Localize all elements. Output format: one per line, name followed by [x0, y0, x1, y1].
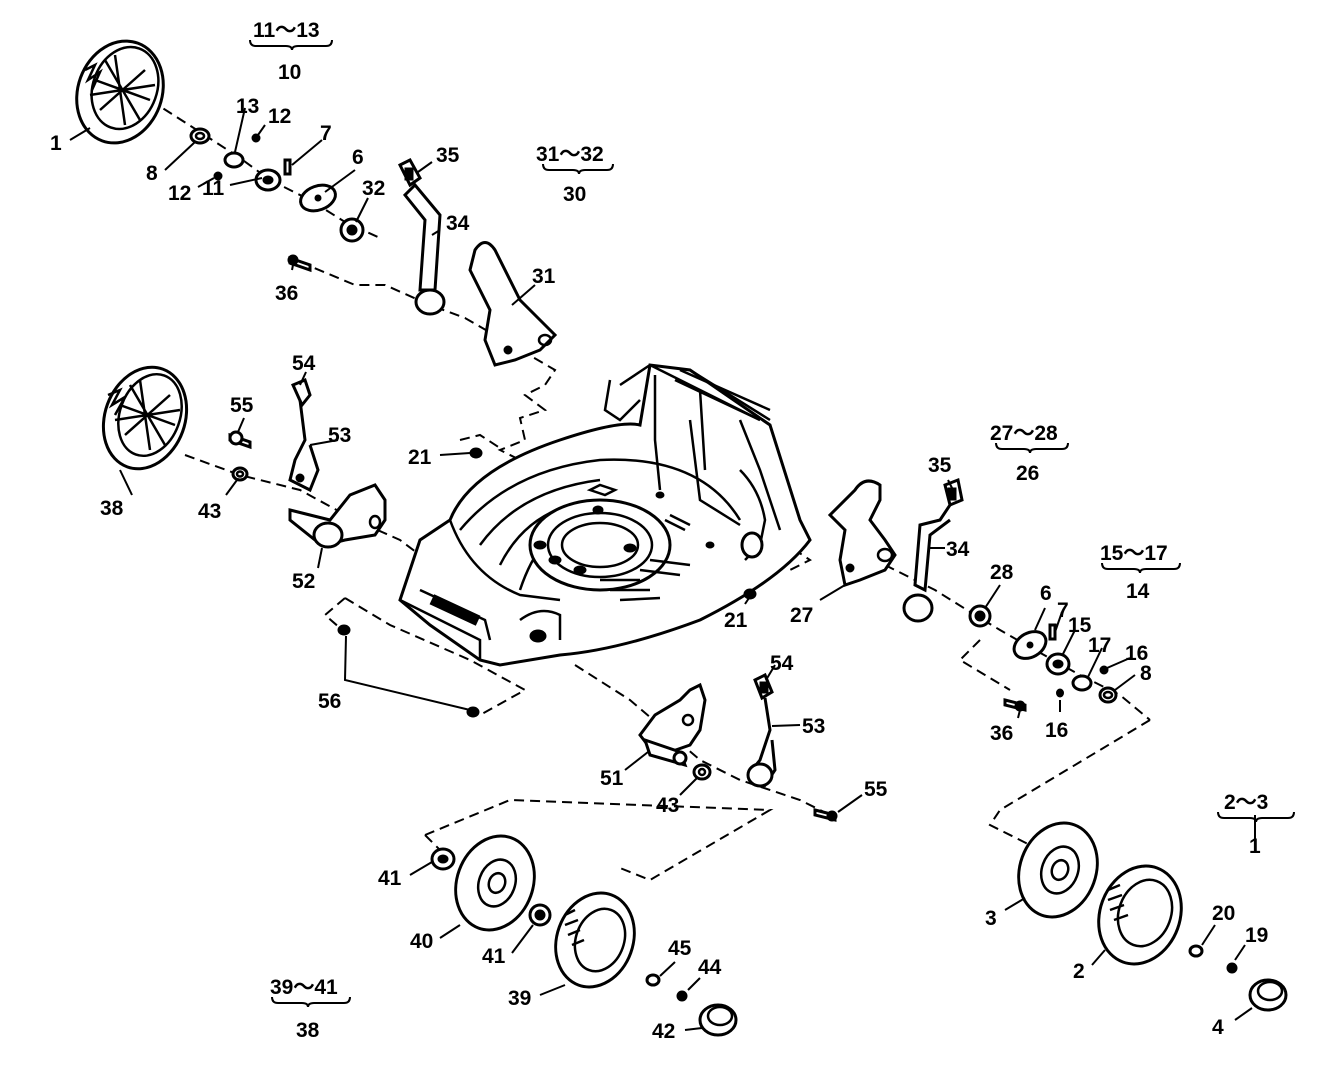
- part-label-26: 26: [1016, 462, 1039, 485]
- range-labels: 11～13 10 31～32 30 27～28 26 15～17 14 2～3 …: [253, 19, 1268, 1042]
- part-label-44: 44: [698, 956, 722, 979]
- part-label-6-right: 6: [1040, 582, 1052, 605]
- rear-wheel-38: [101, 365, 189, 471]
- part-label-42: 42: [652, 1020, 675, 1043]
- part-label-11: 11: [202, 177, 225, 200]
- part-label-7: 7: [320, 122, 332, 145]
- part-label-14: 14: [1126, 580, 1150, 603]
- range-label-26: 27～28: [990, 422, 1058, 445]
- part-label-41-top: 41: [378, 867, 402, 890]
- part-label-54-lower: 54: [770, 652, 794, 675]
- part-label-6: 6: [352, 146, 364, 169]
- part-label-17: 17: [1088, 634, 1111, 657]
- front-wheel-assembly-right: [1017, 821, 1288, 1012]
- part-label-34: 34: [446, 212, 470, 235]
- part-label-16-bottom: 16: [1045, 719, 1068, 742]
- front-wheel-assembly-left: [430, 834, 738, 1037]
- rear-wheel-left: [75, 39, 165, 145]
- part-label-4: 4: [1212, 1016, 1224, 1039]
- range-label-14: 15～17: [1100, 542, 1168, 565]
- part-label-51: 51: [600, 767, 624, 790]
- part-label-15: 15: [1068, 614, 1092, 637]
- part-label-16-top: 16: [1125, 642, 1148, 665]
- part-label-10: 10: [278, 61, 301, 84]
- range-brackets: [249, 39, 1295, 1008]
- part-label-39: 39: [508, 987, 531, 1010]
- part-label-21-left: 21: [408, 446, 432, 469]
- part-label-38: 38: [100, 497, 124, 520]
- part-label-35: 35: [436, 144, 460, 167]
- part-labels: 1 8 13 12 12 11 7 6 32 35 34 36 31 54 55…: [50, 95, 1268, 1043]
- part-label-30: 30: [563, 183, 586, 206]
- range-label-38: 39～41: [270, 976, 338, 999]
- part-label-45: 45: [668, 937, 692, 960]
- mower-deck: [398, 363, 812, 667]
- part-label-2: 2: [1073, 960, 1085, 983]
- range-label-10: 11～13: [253, 19, 320, 42]
- part-label-7-right: 7: [1057, 599, 1069, 622]
- part-label-20: 20: [1212, 902, 1235, 925]
- part-label-34-right: 34: [946, 538, 970, 561]
- range-label-1: 2～3: [1224, 791, 1268, 814]
- part-label-55-lower: 55: [864, 778, 888, 801]
- part-label-19: 19: [1245, 924, 1268, 947]
- part-label-53-lower: 53: [802, 715, 825, 738]
- leader-lines: [69, 107, 1256, 1031]
- lower-middle-parts: [638, 672, 838, 822]
- part-label-56: 56: [318, 690, 341, 713]
- part-label-36-right: 36: [990, 722, 1013, 745]
- part-label-1-group: 1: [1249, 835, 1261, 858]
- part-label-36: 36: [275, 282, 298, 305]
- part-label-21-right: 21: [724, 609, 748, 632]
- right-side-parts: [827, 477, 1118, 712]
- part-label-1: 1: [50, 132, 62, 155]
- part-label-40: 40: [410, 930, 433, 953]
- part-label-28: 28: [990, 561, 1014, 584]
- part-label-12-top: 12: [268, 105, 291, 128]
- part-label-43-lower: 43: [656, 794, 679, 817]
- part-label-55: 55: [230, 394, 254, 417]
- part-label-32: 32: [362, 177, 385, 200]
- part-label-41-bottom: 41: [482, 945, 506, 968]
- part-label-13: 13: [236, 95, 259, 118]
- part-label-35-right: 35: [928, 454, 952, 477]
- part-label-12-bottom: 12: [168, 182, 191, 205]
- part-label-27: 27: [790, 604, 813, 627]
- upper-left-small-parts: [189, 127, 558, 367]
- part-label-53: 53: [328, 424, 351, 447]
- part-label-52: 52: [292, 570, 315, 593]
- part-label-8: 8: [146, 162, 158, 185]
- part-label-43: 43: [198, 500, 221, 523]
- part-label-54: 54: [292, 352, 316, 375]
- part-label-8-right: 8: [1140, 662, 1152, 685]
- left-axle-parts: [228, 377, 387, 549]
- part-label-38-group: 38: [296, 1019, 320, 1042]
- part-label-3: 3: [985, 907, 997, 930]
- part-label-31: 31: [532, 265, 556, 288]
- range-label-30: 31～32: [536, 143, 604, 166]
